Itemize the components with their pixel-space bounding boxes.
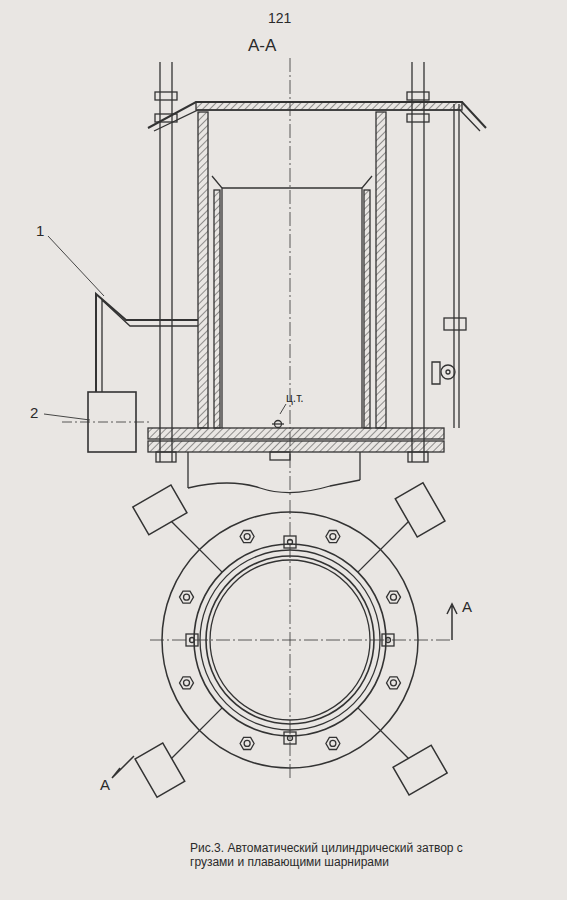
weight-block xyxy=(135,743,185,797)
bolt-nut xyxy=(244,534,250,540)
hinge xyxy=(288,540,293,545)
hinge xyxy=(386,638,391,643)
hinge xyxy=(288,736,293,741)
plan-view xyxy=(112,483,457,797)
figure-caption: Рис.3. Автоматический цилиндрический зат… xyxy=(190,842,480,870)
bolt-nut xyxy=(180,591,194,603)
bolt-nut xyxy=(387,591,401,603)
hinge xyxy=(190,638,195,643)
callout-label: ц.т. xyxy=(286,392,304,406)
bolt-nut xyxy=(184,680,190,686)
callout-label: 1 xyxy=(36,222,44,239)
bolt-nut xyxy=(326,737,340,749)
bolt-nut xyxy=(390,680,396,686)
weight-block xyxy=(393,745,447,795)
section-view xyxy=(44,58,486,498)
callout-label: А-А xyxy=(248,36,276,56)
hinge xyxy=(284,732,296,744)
bolt-nut xyxy=(240,737,254,749)
bolt-nut xyxy=(240,531,254,543)
hinge xyxy=(186,634,198,646)
callout-label: 2 xyxy=(30,404,38,421)
callout-label: А xyxy=(100,776,110,793)
weight-block xyxy=(133,485,187,535)
weight-arm xyxy=(171,708,222,759)
weight-arm xyxy=(171,521,222,572)
bolt-nut xyxy=(184,594,190,600)
bolt-nut xyxy=(180,677,194,689)
weight-arm xyxy=(358,521,409,572)
hinge xyxy=(284,536,296,548)
bolt-nut xyxy=(244,740,250,746)
weight-arm xyxy=(358,708,409,759)
callout-label: А xyxy=(462,598,472,615)
weight-block xyxy=(395,483,445,537)
bolt-nut xyxy=(330,534,336,540)
callout-label: 121 xyxy=(268,10,291,26)
bolt-nut xyxy=(326,531,340,543)
bolt-nut xyxy=(330,740,336,746)
hinge xyxy=(382,634,394,646)
bolt-nut xyxy=(387,677,401,689)
bolt-nut xyxy=(390,594,396,600)
